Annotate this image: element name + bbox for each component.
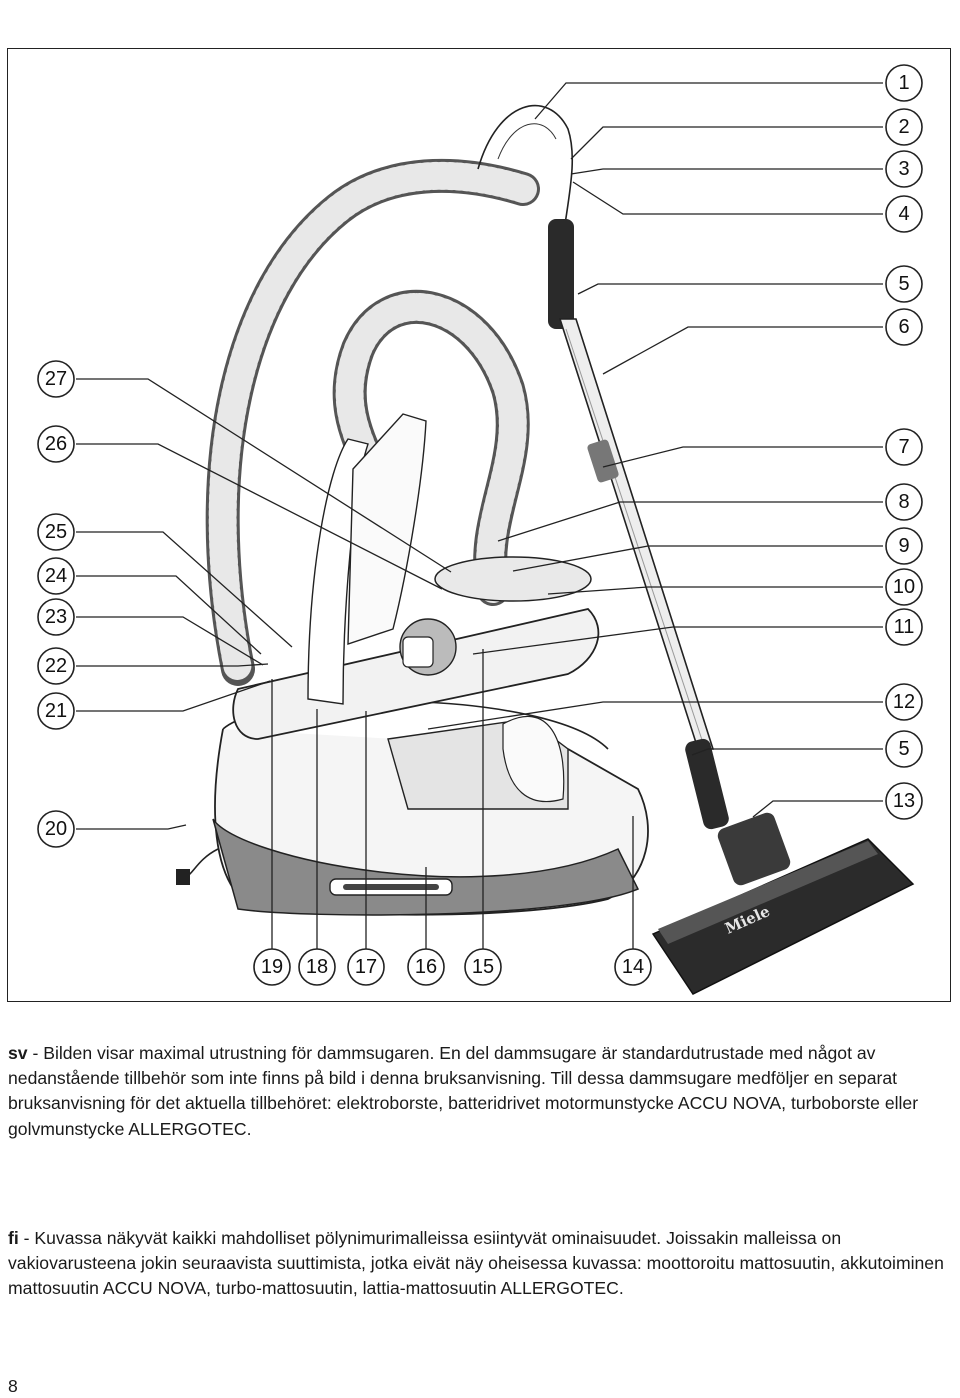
lid-illustration [232, 413, 600, 740]
svg-text:9: 9 [898, 535, 909, 557]
callout-15: 15 [464, 948, 502, 986]
svg-text:13: 13 [893, 790, 915, 812]
callout-7: 7 [885, 428, 923, 466]
svg-text:21: 21 [45, 700, 67, 722]
svg-text:18: 18 [306, 956, 328, 978]
callout-5-upper: 5 [885, 265, 923, 303]
svg-text:22: 22 [45, 655, 67, 677]
callout-19: 19 [253, 948, 291, 986]
svg-text:8: 8 [898, 491, 909, 513]
svg-text:24: 24 [45, 565, 67, 587]
caption-swedish: sv - Bilden visar maximal utrustning för… [8, 1041, 952, 1142]
vacuum-body-illustration [176, 700, 649, 916]
svg-text:5: 5 [898, 738, 909, 760]
callout-10: 10 [885, 568, 923, 606]
svg-text:1: 1 [898, 72, 909, 94]
caption-finnish: fi - Kuvassa näkyvät kaikki mahdolliset … [8, 1226, 952, 1302]
svg-text:14: 14 [622, 956, 644, 978]
callout-20: 20 [37, 810, 75, 848]
page-number: 8 [8, 1376, 18, 1396]
caption-sv-lang: sv [8, 1043, 28, 1063]
callout-5-lower: 5 [885, 730, 923, 768]
callout-12: 12 [885, 683, 923, 721]
caption-fi-lang: fi [8, 1228, 19, 1248]
svg-text:23: 23 [45, 606, 67, 628]
callout-14: 14 [614, 948, 652, 986]
svg-text:25: 25 [45, 521, 67, 543]
callout-6: 6 [885, 308, 923, 346]
vacuum-cleaner-illustration: Miele [37, 64, 923, 995]
svg-text:7: 7 [898, 436, 909, 458]
callout-23: 23 [37, 598, 75, 636]
svg-text:4: 4 [898, 203, 909, 225]
svg-text:6: 6 [898, 316, 909, 338]
floor-nozzle-illustration: Miele [651, 812, 915, 995]
callout-27: 27 [37, 360, 75, 398]
callouts: 1 2 3 4 5 6 27 26 7 25 8 24 9 23 10 11 2… [37, 64, 923, 986]
svg-text:20: 20 [45, 818, 67, 840]
svg-text:10: 10 [893, 576, 915, 598]
callout-2: 2 [885, 108, 923, 146]
callout-11: 11 [885, 608, 923, 646]
svg-text:26: 26 [45, 433, 67, 455]
svg-text:19: 19 [261, 956, 283, 978]
svg-text:15: 15 [472, 956, 494, 978]
callout-24: 24 [37, 557, 75, 595]
figure-frame: Miele [7, 48, 951, 1002]
callout-1: 1 [885, 64, 923, 102]
callout-25: 25 [37, 513, 75, 551]
caption-sv-text: - Bilden visar maximal utrustning för da… [8, 1043, 919, 1139]
svg-text:2: 2 [898, 116, 909, 138]
callout-21: 21 [37, 692, 75, 730]
callout-22: 22 [37, 647, 75, 685]
callout-17: 17 [347, 948, 385, 986]
handle-and-tube-illustration [477, 104, 729, 830]
caption-fi-text: - Kuvassa näkyvät kaikki mahdolliset pöl… [8, 1228, 944, 1299]
callout-26: 26 [37, 425, 75, 463]
callout-18: 18 [298, 948, 336, 986]
svg-text:27: 27 [45, 368, 67, 390]
callout-9: 9 [885, 527, 923, 565]
callout-8: 8 [885, 483, 923, 521]
callout-16: 16 [407, 948, 445, 986]
svg-text:12: 12 [893, 691, 915, 713]
callout-3: 3 [885, 150, 923, 188]
svg-text:11: 11 [894, 616, 915, 638]
svg-text:3: 3 [898, 158, 909, 180]
leader-lines [76, 82, 883, 949]
svg-text:17: 17 [355, 956, 377, 978]
svg-text:16: 16 [415, 956, 437, 978]
callout-4: 4 [885, 195, 923, 233]
svg-text:5: 5 [898, 273, 909, 295]
callout-13: 13 [885, 782, 923, 820]
